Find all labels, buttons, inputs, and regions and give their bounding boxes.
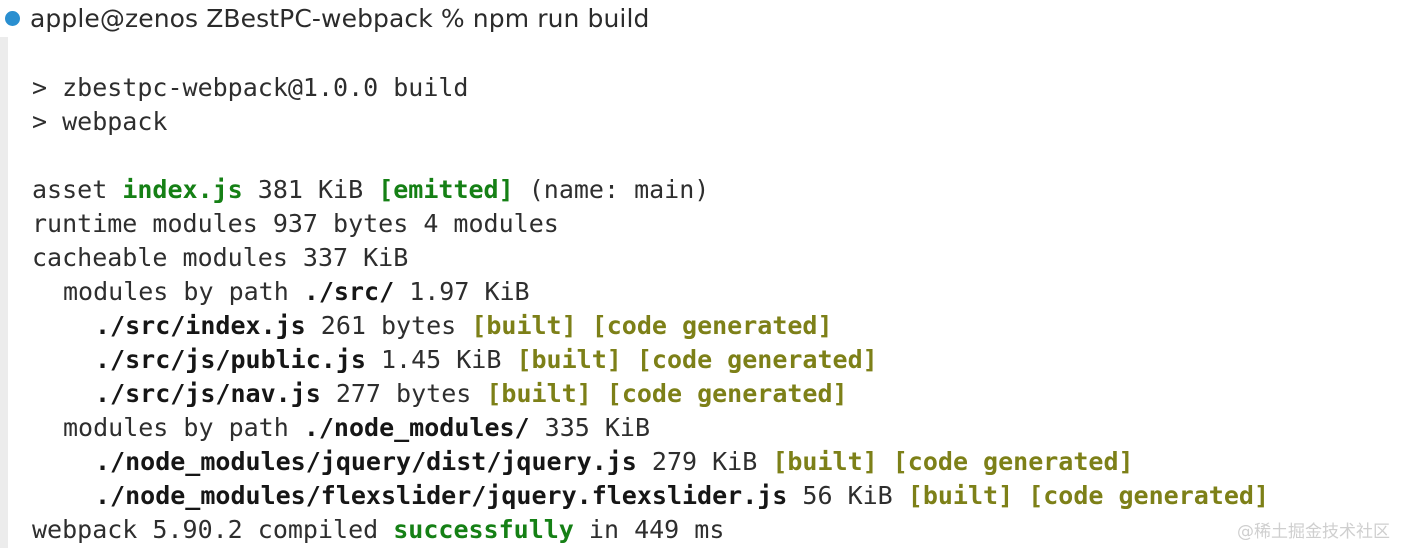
output-token-plain: > zbestpc-webpack@1.0.0 build <box>32 73 469 102</box>
output-token-plain: 1.97 KiB <box>394 277 530 306</box>
output-token-plain: 277 bytes <box>320 379 487 408</box>
output-line-module-entry: ./src/js/public.js 1.45 KiB [built] [cod… <box>0 343 1404 377</box>
output-token-bold: ./node_modules/jquery/dist/jquery.js <box>95 447 637 476</box>
output-token-bold: ./src/js/nav.js <box>95 379 321 408</box>
status-dot-icon <box>5 11 20 26</box>
output-line-module-entry: ./node_modules/jquery/dist/jquery.js 279… <box>0 445 1404 479</box>
output-line-modules-by-path: modules by path ./node_modules/ 335 KiB <box>0 411 1404 445</box>
output-token-olive: [built] [code generated] <box>516 345 878 374</box>
output-token-olive: [built] [code generated] <box>471 311 833 340</box>
output-line-module-entry: ./src/index.js 261 bytes [built] [code g… <box>0 309 1404 343</box>
output-token-plain: 335 KiB <box>529 413 651 442</box>
prompt-line: apple@zenos ZBestPC-webpack % npm run bu… <box>0 0 1404 37</box>
output-token-green: index.js <box>122 175 243 204</box>
output-token-plain: > webpack <box>32 107 168 136</box>
output-line-cacheable-modules: cacheable modules 337 KiB <box>0 241 1404 275</box>
output-line-blank <box>0 139 1404 173</box>
output-token-plain: webpack 5.90.2 compiled <box>32 515 394 544</box>
output-token-bold: ./src/index.js <box>95 311 306 340</box>
output-token-bold: ./src/js/public.js <box>95 345 366 374</box>
output-token-bold: ./node_modules/ <box>303 413 530 442</box>
output-token-plain: 1.45 KiB <box>365 345 517 374</box>
output-line-npm-command: > webpack <box>0 105 1404 139</box>
output-line-module-entry: ./src/js/nav.js 277 bytes [built] [code … <box>0 377 1404 411</box>
output-token-plain: 56 KiB <box>787 481 908 510</box>
terminal-output: > zbestpc-webpack@1.0.0 build > webpack a… <box>0 37 1404 547</box>
watermark-label: @稀土掘金技术社区 <box>1237 522 1390 542</box>
output-token-plain <box>32 141 47 170</box>
output-line-compile-summary: webpack 5.90.2 compiled successfully in … <box>0 513 1404 547</box>
output-token-olive: [built] [code generated] <box>486 379 848 408</box>
output-token-olive: [built] [code generated] <box>772 447 1134 476</box>
output-token-plain: 279 KiB <box>636 447 773 476</box>
output-token-plain: 381 KiB <box>242 175 379 204</box>
output-line-blank <box>0 37 1404 71</box>
output-token-green: successfully <box>393 515 574 544</box>
prompt-command-text: apple@zenos ZBestPC-webpack % npm run bu… <box>30 3 650 33</box>
output-token-plain: (name: main) <box>513 175 710 204</box>
output-line-npm-script: > zbestpc-webpack@1.0.0 build <box>0 71 1404 105</box>
output-token-plain: 261 bytes <box>305 311 472 340</box>
output-token-plain: cacheable modules 337 KiB <box>32 243 409 272</box>
output-line-module-entry: ./node_modules/flexslider/jquery.flexsli… <box>0 479 1404 513</box>
output-token-plain: in 449 ms <box>573 515 725 544</box>
output-token-plain <box>32 39 47 68</box>
output-token-plain: runtime modules 937 bytes 4 modules <box>32 209 559 238</box>
output-line-asset: asset index.js 381 KiB [emitted] (name: … <box>0 173 1404 207</box>
output-token-plain: modules by path <box>63 277 304 306</box>
output-token-olive: [built] [code generated] <box>907 481 1270 510</box>
output-token-green: [emitted] <box>378 175 514 204</box>
output-token-bold: ./node_modules/flexslider/jquery.flexsli… <box>95 481 788 510</box>
output-line-runtime-modules: runtime modules 937 bytes 4 modules <box>0 207 1404 241</box>
output-token-plain: asset <box>32 175 123 204</box>
output-token-bold: ./src/ <box>303 277 395 306</box>
output-line-modules-by-path: modules by path ./src/ 1.97 KiB <box>0 275 1404 309</box>
output-token-plain: modules by path <box>63 413 304 442</box>
